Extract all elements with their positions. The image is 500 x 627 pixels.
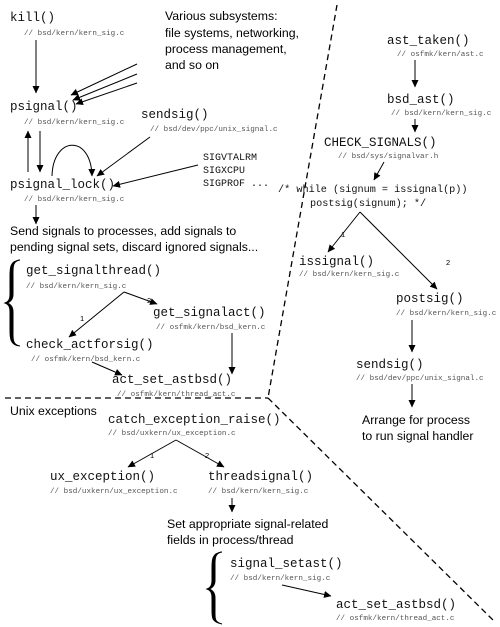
- ast-taken-function: ast_taken(): [387, 34, 470, 48]
- branch-label-1: 1: [80, 314, 84, 323]
- psignal-lock-function: psignal_lock(): [10, 178, 115, 192]
- kill-function: kill(): [10, 11, 55, 25]
- unix-exceptions-label: Unix exceptions: [10, 404, 97, 418]
- catch-exception-raise-function: catch_exception_raise(): [108, 413, 281, 427]
- ux-exception-path: // bsd/uxkern/ux_exception.c: [50, 488, 178, 496]
- set-fields-line-1: Set appropriate signal-related: [167, 517, 328, 531]
- node-signal-setast: signal_setast() // bsd/kern/kern_sig.c: [230, 557, 343, 583]
- node-act-set-astbsd-2: act_set_astbsd() // osfmk/kern/thread_ac…: [336, 598, 456, 623]
- branch-label-5: 1: [150, 451, 154, 460]
- branch-label-3: 1: [341, 230, 345, 239]
- subsystems-line-4: and so on: [165, 58, 219, 72]
- node-postsig: postsig() // bsd/kern/kern_sig.c: [396, 292, 496, 318]
- branch-label-6: 2: [205, 451, 209, 460]
- brace-bottom: [205, 551, 223, 625]
- node-threadsignal: threadsignal() // bsd/kern/kern_sig.c: [208, 470, 313, 496]
- arrange-line-2: to run signal handler: [362, 429, 473, 443]
- catch-exception-raise-path: // bsd/uxkern/ux_exception.c: [108, 430, 236, 438]
- set-fields-line-2: fields in process/thread: [167, 533, 294, 547]
- kill-path: // bsd/kern/kern_sig.c: [24, 30, 124, 38]
- signal-setast-path: // bsd/kern/kern_sig.c: [230, 575, 330, 583]
- node-get-signalthread: get_signalthread() // bsd/kern/kern_sig.…: [26, 264, 161, 291]
- node-ux-exception: ux_exception() // bsd/uxkern/ux_exceptio…: [50, 470, 178, 496]
- note-arrange: Arrange for process to run signal handle…: [362, 413, 473, 443]
- act-set-astbsd-1-function: act_set_astbsd(): [112, 373, 232, 387]
- divider-vertical: [267, 4, 338, 399]
- send-signals-line-1: Send signals to processes, add signals t…: [10, 224, 236, 238]
- node-act-set-astbsd-1: act_set_astbsd() // osfmk/kern/thread_ac…: [112, 373, 235, 399]
- send-signals-line-2: pending signal sets, discard ignored sig…: [10, 240, 258, 254]
- signal-name-1: SIGVTALRM: [203, 153, 257, 164]
- while-code-line-1: /* while (signum = issignal(p)): [278, 184, 468, 196]
- act-set-astbsd-1-path: // osfmk/kern/thread_act.c: [117, 391, 235, 399]
- divider-diagonal: [267, 397, 496, 623]
- check-signals-path: // bsd/sys/signalvar.h: [338, 153, 438, 161]
- connectors-bottom: [127, 439, 332, 598]
- node-check-signals: CHECK_SIGNALS() // bsd/sys/signalvar.h: [324, 136, 438, 161]
- subsystems-line-2: file systems, networking,: [165, 26, 299, 40]
- get-signalthread-function: get_signalthread(): [26, 264, 161, 278]
- ast-taken-path: // osfmk/kern/ast.c: [397, 51, 484, 59]
- act-set-astbsd-2-function: act_set_astbsd(): [336, 598, 456, 612]
- node-psignal: psignal() // bsd/kern/kern_sig.c: [10, 100, 124, 127]
- section-dividers: [5, 4, 496, 623]
- node-kill: kill() // bsd/kern/kern_sig.c: [10, 11, 124, 38]
- branch-label-2: 2: [147, 296, 151, 305]
- sendsig-left-function: sendsig(): [141, 108, 209, 122]
- bsd-ast-function: bsd_ast(): [387, 93, 455, 107]
- signal-setast-function: signal_setast(): [230, 557, 343, 571]
- node-issignal: issignal() // bsd/kern/kern_sig.c: [299, 255, 399, 279]
- act-set-astbsd-2-path: // osfmk/kern/thread_act.c: [336, 615, 454, 623]
- node-check-actforsig: check_actforsig() // osfmk/kern/bsd_kern…: [26, 338, 154, 364]
- node-bsd-ast: bsd_ast() // bsd/kern/kern_sig.c: [387, 93, 491, 118]
- check-actforsig-function: check_actforsig(): [26, 338, 154, 352]
- check-signals-function: CHECK_SIGNALS(): [324, 136, 437, 150]
- postsig-path: // bsd/kern/kern_sig.c: [396, 310, 496, 318]
- sendsig-right-function: sendsig(): [356, 358, 424, 372]
- note-while-code: /* while (signum = issignal(p)) postsig(…: [278, 184, 468, 210]
- issignal-function: issignal(): [299, 255, 374, 269]
- node-sendsig-right: sendsig() // bsd/dev/ppc/unix_signal.c: [356, 358, 484, 383]
- node-catch-exception-raise: catch_exception_raise() // bsd/uxkern/ux…: [108, 413, 281, 438]
- node-psignal-lock: psignal_lock() // bsd/kern/kern_sig.c: [10, 178, 124, 204]
- brace-left-top: [3, 259, 21, 347]
- subsystems-line-3: process management,: [165, 42, 287, 56]
- note-signal-names: SIGVTALRM SIGXCPU SIGPROF ...: [203, 153, 269, 190]
- node-sendsig-left: sendsig() // bsd/dev/ppc/unix_signal.c: [141, 108, 278, 134]
- while-code-line-2: postsig(signum); */: [310, 198, 426, 210]
- note-subsystems: Various subsystems: file systems, networ…: [165, 9, 299, 72]
- node-ast-taken: ast_taken() // osfmk/kern/ast.c: [387, 34, 484, 59]
- postsig-function: postsig(): [396, 292, 464, 306]
- signal-name-3: SIGPROF ...: [203, 179, 269, 190]
- get-signalact-function: get_signalact(): [153, 306, 266, 320]
- arrange-line-1: Arrange for process: [362, 413, 470, 427]
- note-send-signals: Send signals to processes, add signals t…: [10, 224, 258, 254]
- threadsignal-function: threadsignal(): [208, 470, 313, 484]
- issignal-path: // bsd/kern/kern_sig.c: [299, 271, 399, 279]
- get-signalthread-path: // bsd/kern/kern_sig.c: [26, 283, 126, 291]
- connectors-right: [327, 60, 438, 408]
- subsystems-line-1: Various subsystems:: [165, 9, 278, 23]
- signal-name-2: SIGXCPU: [203, 166, 245, 177]
- connectors-left-top: [24, 40, 236, 376]
- branch-label-4: 2: [446, 258, 450, 267]
- note-set-fields: Set appropriate signal-related fields in…: [167, 517, 328, 547]
- sendsig-right-path: // bsd/dev/ppc/unix_signal.c: [356, 375, 484, 383]
- psignal-lock-path: // bsd/kern/kern_sig.c: [24, 196, 124, 204]
- check-actforsig-path: // osfmk/kern/bsd_kern.c: [31, 356, 140, 364]
- psignal-function: psignal(): [10, 100, 78, 114]
- bsd-ast-path: // bsd/kern/kern_sig.c: [391, 110, 491, 118]
- psignal-path: // bsd/kern/kern_sig.c: [24, 119, 124, 127]
- node-get-signalact: get_signalact() // osfmk/kern/bsd_kern.c: [153, 306, 266, 332]
- ux-exception-function: ux_exception(): [50, 470, 155, 484]
- threadsignal-path: // bsd/kern/kern_sig.c: [208, 488, 308, 496]
- sendsig-left-path: // bsd/dev/ppc/unix_signal.c: [150, 126, 278, 134]
- get-signalact-path: // osfmk/kern/bsd_kern.c: [156, 324, 265, 332]
